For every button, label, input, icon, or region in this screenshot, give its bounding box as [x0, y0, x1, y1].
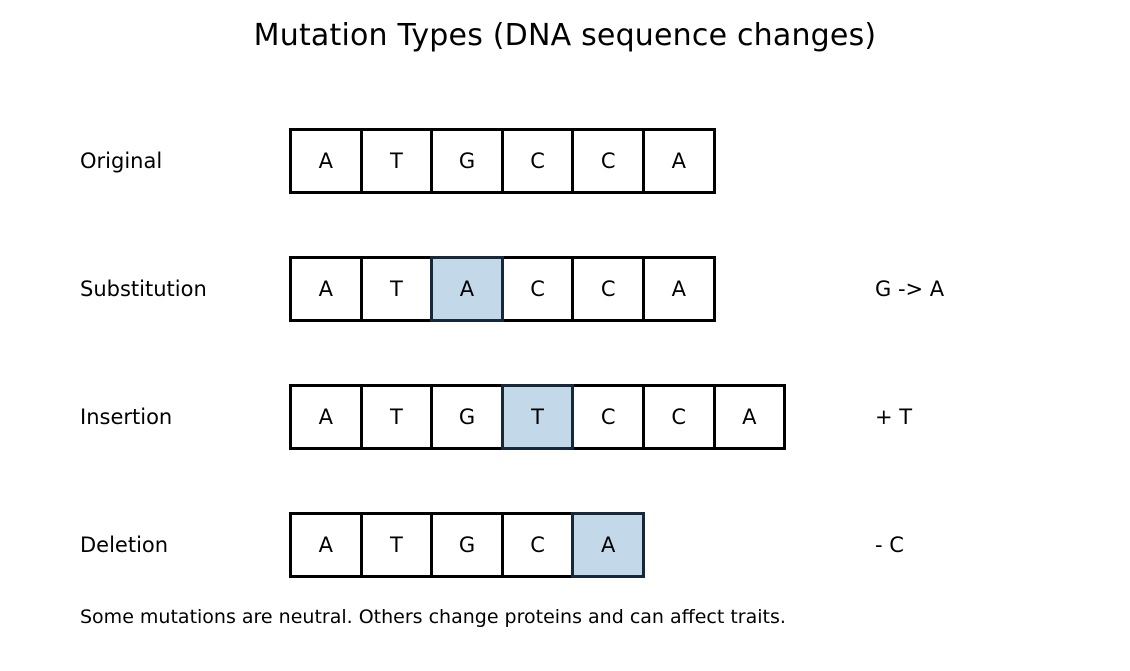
base-cell: T [359, 512, 434, 578]
base-cell: T [359, 256, 434, 322]
mutation-annotation: + T [875, 405, 913, 429]
base-cell: T [359, 128, 434, 194]
base-cell: G [430, 384, 504, 450]
base-cell: C [571, 384, 645, 450]
base-cell: A [289, 512, 363, 578]
base-cell: A [641, 256, 716, 322]
row-label-deletion: Deletion [80, 533, 169, 557]
base-cell: C [571, 128, 645, 194]
row-label-insertion: Insertion [80, 405, 173, 429]
base-cell: A [289, 384, 363, 450]
base-cell: T [359, 384, 434, 450]
mutation-annotation: - C [875, 533, 904, 557]
row-label-original: Original [80, 149, 163, 173]
base-cell: A [641, 128, 716, 194]
base-cell: C [641, 384, 716, 450]
base-cell: C [500, 512, 575, 578]
base-cell-highlighted: A [430, 256, 504, 322]
row-label-substitution: Substitution [80, 277, 207, 301]
mutation-annotation: G -> A [875, 277, 945, 301]
base-cell: G [430, 128, 504, 194]
base-cell-highlighted: A [571, 512, 645, 578]
base-cell: C [571, 256, 645, 322]
base-cell: A [712, 384, 787, 450]
base-cell: A [289, 256, 363, 322]
footer-note: Some mutations are neutral. Others chang… [80, 606, 786, 628]
base-cell: C [500, 128, 575, 194]
base-cell: C [500, 256, 575, 322]
base-cell-highlighted: T [500, 384, 575, 450]
page-title: Mutation Types (DNA sequence changes) [253, 18, 877, 53]
base-cell: A [289, 128, 363, 194]
base-cell: G [430, 512, 504, 578]
